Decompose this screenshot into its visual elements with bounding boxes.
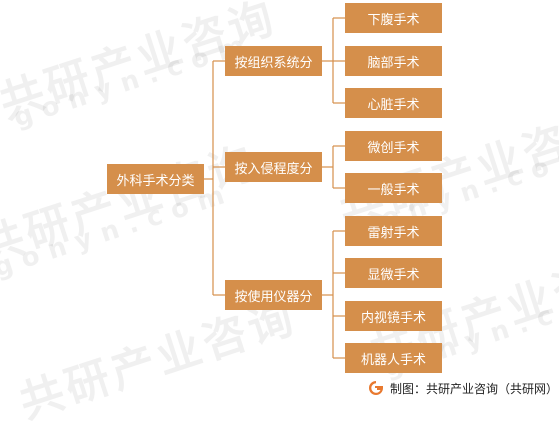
group-node: 按组织系统分 — [225, 46, 322, 76]
leaf-node: 脑部手术 — [345, 46, 442, 76]
group-node: 按使用仪器分 — [225, 280, 322, 310]
gonyn-logo-icon — [368, 380, 384, 396]
leaf-node: 雷射手术 — [345, 216, 442, 246]
leaf-node: 微创手术 — [345, 131, 442, 161]
group-node: 按入侵程度分 — [225, 152, 322, 182]
leaf-node: 下腹手术 — [345, 3, 442, 33]
leaf-node: 一般手术 — [345, 173, 442, 203]
tree-connectors — [204, 17, 345, 359]
leaf-node: 显微手术 — [345, 258, 442, 288]
root-node: 外科手术分类 — [107, 164, 204, 194]
leaf-node: 机器人手术 — [345, 343, 442, 373]
credit-text: 制图：共研产业咨询（共研网） — [390, 381, 559, 396]
leaf-node: 内视镜手术 — [345, 301, 442, 331]
leaf-node: 心脏手术 — [345, 88, 442, 118]
source-credit: 制图：共研产业咨询（共研网） — [368, 380, 558, 396]
